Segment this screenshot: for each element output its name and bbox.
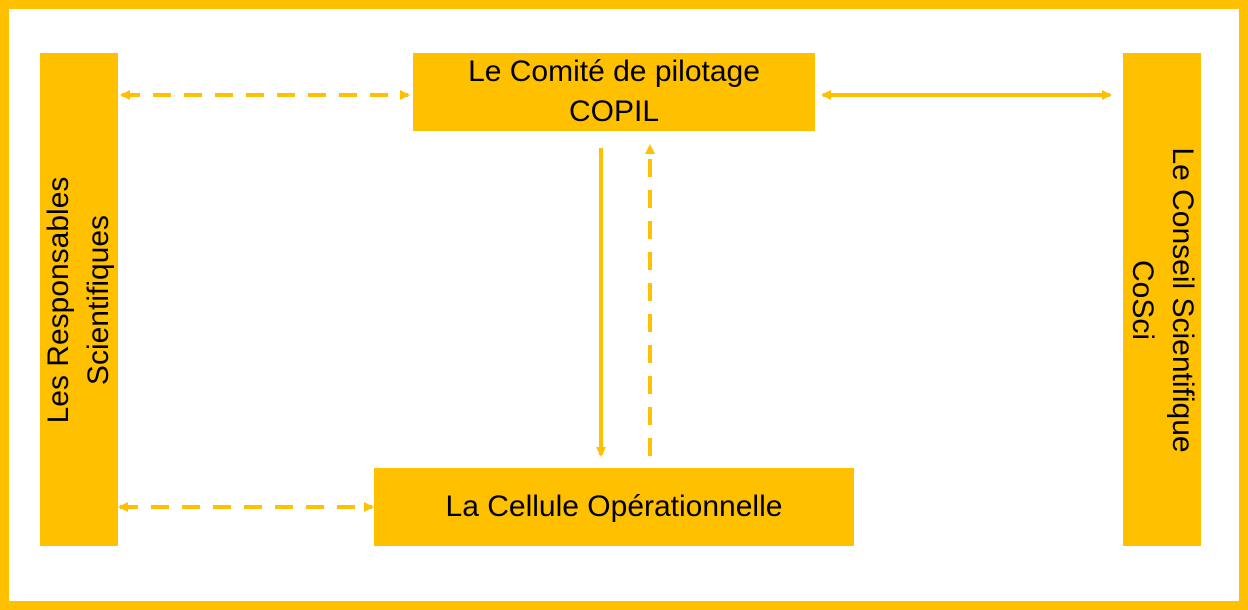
node-responsables-line2: Scientifiques [82,214,115,385]
node-responsables-line1: Les Responsables [41,176,75,423]
node-cellule-operationnelle: La Cellule Opérationnelle [374,468,854,546]
node-responsables-scientifiques: Les Responsables Scientifiques [40,53,118,546]
node-responsables-text: Les Responsables Scientifiques [40,53,118,546]
node-conseil-line1: Le Conseil Scientifique [1166,146,1200,453]
node-conseil-scientifique: Le Conseil Scientifique CoSci [1123,53,1201,546]
node-copil: Le Comité de pilotage COPIL [413,53,815,131]
node-copil-acronym: COPIL [568,95,660,128]
node-conseil-text: Le Conseil Scientifique CoSci [1123,53,1201,546]
node-conseil-line2: CoSci [1126,259,1159,340]
node-copil-title: Le Comité de pilotage [468,54,760,88]
node-cellule-label: La Cellule Opérationnelle [445,489,783,523]
